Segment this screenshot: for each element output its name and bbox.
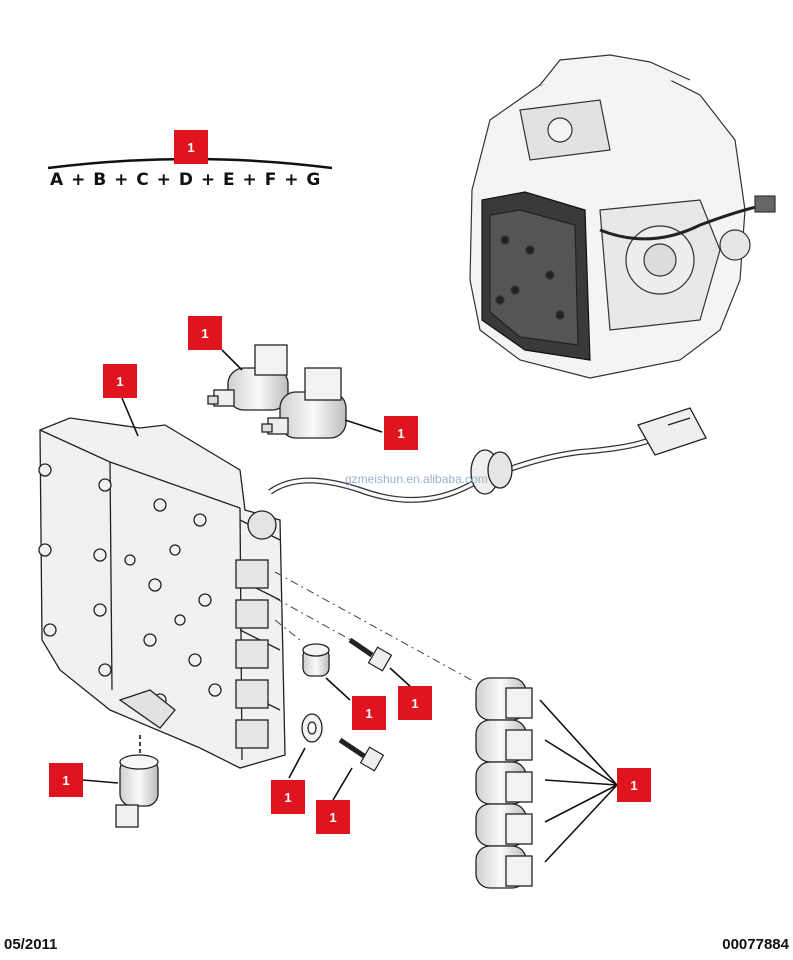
washer: [301, 713, 323, 743]
callout-washer[interactable]: 1: [271, 780, 305, 814]
callout-bolt-lower[interactable]: 1: [316, 800, 350, 834]
leader-lines: [82, 349, 618, 863]
watermark-text: gzmeishun.en.alibaba.com: [345, 472, 488, 486]
solenoid-valve-upper: [207, 344, 289, 411]
valve-body: [38, 417, 286, 769]
callout-solenoid-upper[interactable]: 1: [188, 316, 222, 350]
sealing-plug: [302, 643, 330, 677]
bolt-lower: [338, 737, 385, 772]
callout-variant[interactable]: 1: [174, 130, 208, 164]
variant-code: A + B + C + D + E + F + G: [50, 170, 322, 190]
footer-date: 05/2011: [4, 936, 58, 953]
solenoid-group: [475, 677, 533, 889]
wiring-harness: [268, 407, 707, 503]
callout-solenoid-lower[interactable]: 1: [384, 416, 418, 450]
transmission-assembly: [469, 54, 776, 379]
assembly-lines: [274, 571, 476, 683]
callout-plug[interactable]: 1: [352, 696, 386, 730]
solenoid-valve-lower: [261, 367, 347, 439]
callout-valve-body[interactable]: 1: [103, 364, 137, 398]
pressure-sensor: [115, 754, 159, 828]
callout-bolt-upper[interactable]: 1: [398, 686, 432, 720]
footer-doc-number: 00077884: [722, 936, 789, 953]
bolt-upper: [348, 637, 393, 672]
callout-pressure-sensor[interactable]: 1: [49, 763, 83, 797]
callout-solenoid-group[interactable]: 1: [617, 768, 651, 802]
